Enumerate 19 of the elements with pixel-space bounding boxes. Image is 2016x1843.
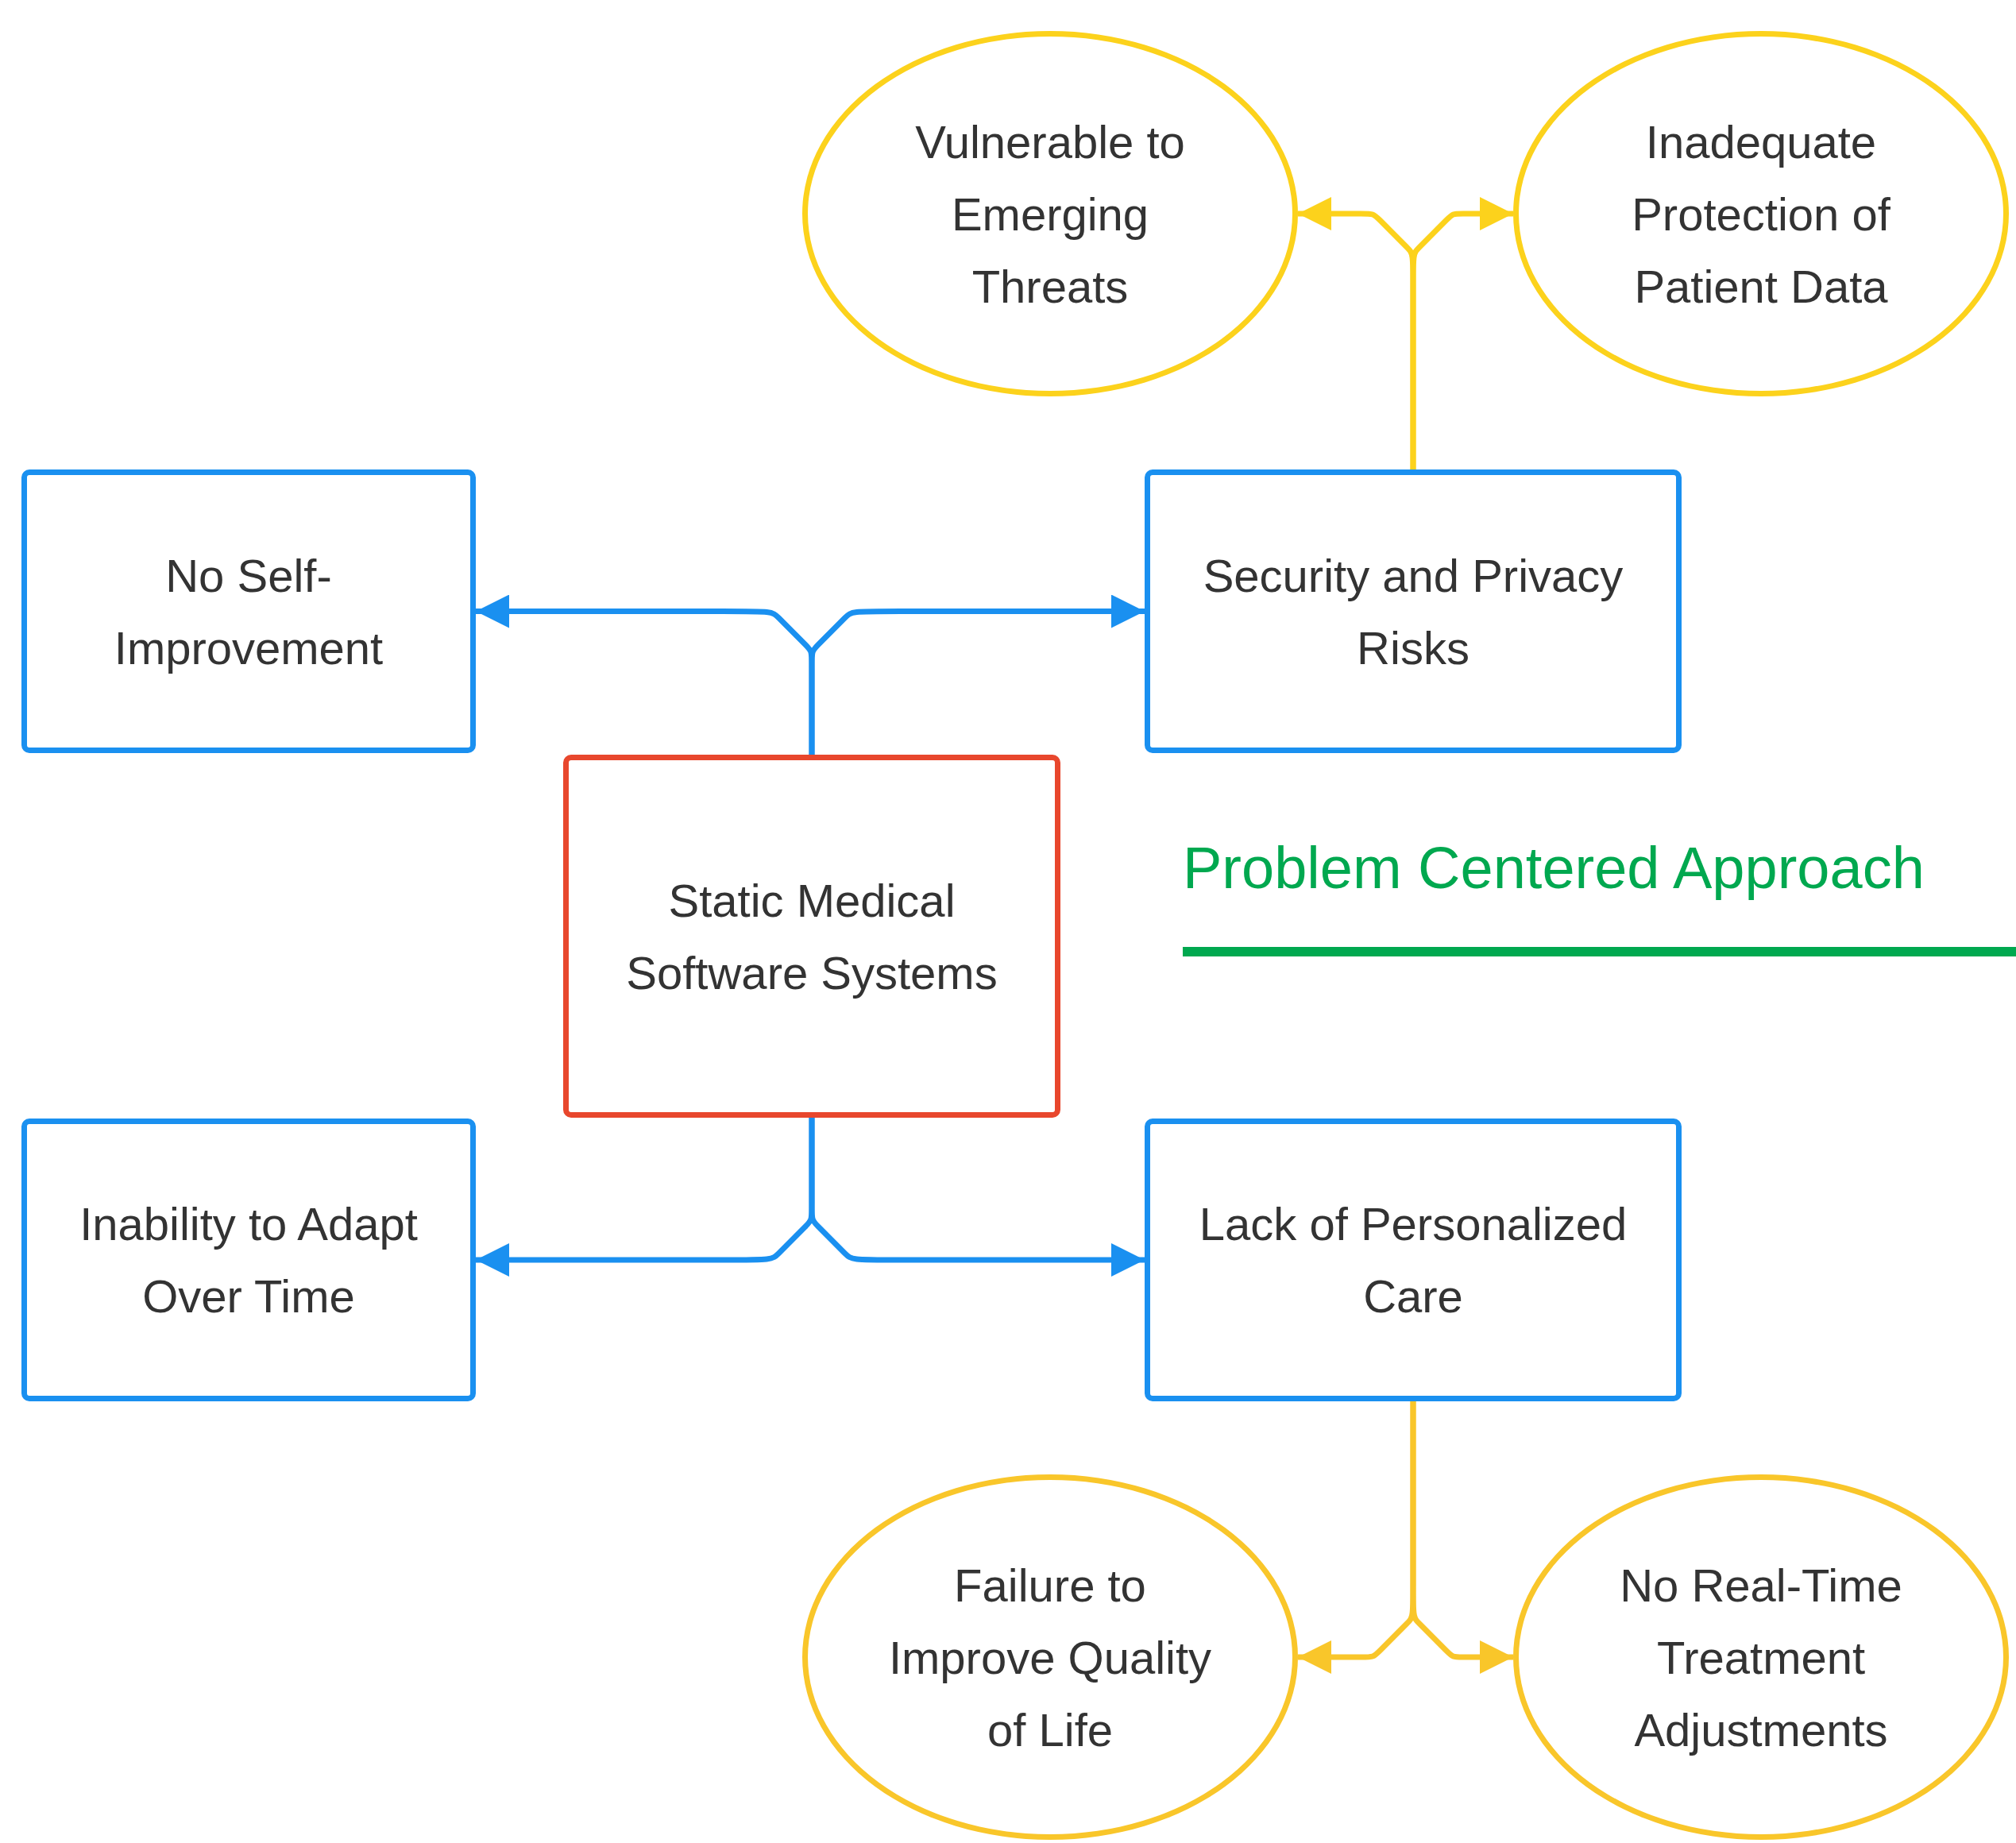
- node-text: No Real-Time Treatment Adjustments: [1619, 1558, 1903, 1757]
- node-text: No Self-Improvement: [113, 548, 384, 675]
- node-text: Inability to Adapt Over Time: [79, 1197, 419, 1323]
- node-text: Vulnerable to Emerging Threats: [914, 114, 1186, 314]
- arrow: [1410, 197, 1513, 469]
- node-text: Inadequate Protection of Patient Data: [1631, 114, 1891, 314]
- section-heading: Problem Centered Approach: [1183, 834, 1925, 902]
- node-text: Lack of Personalized Care: [1198, 1197, 1628, 1323]
- arrow: [809, 1118, 1145, 1277]
- node-text: Security and Privacy Risks: [1202, 548, 1624, 675]
- problem-box: [21, 469, 476, 753]
- arrow: [809, 594, 1145, 755]
- problem-box: [1145, 469, 1682, 753]
- node-text: Static Medical Software Systems: [625, 873, 998, 1000]
- arrow: [1410, 1401, 1513, 1674]
- central-box: [563, 755, 1060, 1118]
- node-text: Failure to Improve Quality of Life: [887, 1558, 1213, 1757]
- problem-box: [21, 1119, 476, 1401]
- problem-box: [1145, 1119, 1682, 1401]
